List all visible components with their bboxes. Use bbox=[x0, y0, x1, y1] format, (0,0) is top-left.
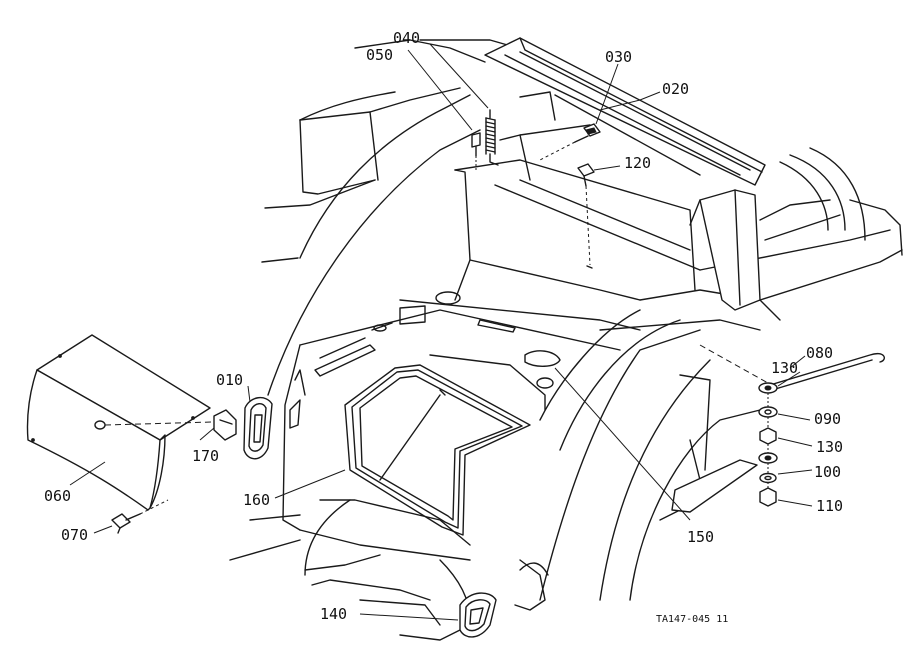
part-050-pin bbox=[471, 132, 481, 170]
label-020: 020 bbox=[662, 80, 689, 98]
leader-lines bbox=[69, 43, 813, 621]
label-030: 030 bbox=[605, 48, 632, 66]
label-150: 150 bbox=[687, 528, 714, 546]
part-020-frame bbox=[484, 37, 766, 311]
part-080-rod bbox=[769, 353, 885, 391]
part-labels: 010 020 030 040 050 060 070 080 090 100 … bbox=[44, 29, 843, 625]
label-010: 010 bbox=[216, 371, 243, 389]
body-outline bbox=[229, 39, 903, 641]
label-090: 090 bbox=[814, 410, 841, 428]
label-160: 160 bbox=[243, 491, 270, 509]
part-140-grommet bbox=[459, 592, 497, 638]
label-070: 070 bbox=[61, 526, 88, 544]
part-060-cover bbox=[26, 334, 211, 511]
label-100: 100 bbox=[814, 463, 841, 481]
label-080: 080 bbox=[806, 344, 833, 362]
part-170-clip bbox=[104, 409, 237, 441]
part-160-window bbox=[344, 364, 531, 536]
part-030-bolt bbox=[539, 123, 601, 161]
label-110: 110 bbox=[816, 497, 843, 515]
washer-stack bbox=[699, 344, 778, 507]
label-120: 120 bbox=[624, 154, 651, 172]
label-040: 040 bbox=[393, 29, 420, 47]
label-130-lower: 130 bbox=[816, 438, 843, 456]
label-140: 140 bbox=[320, 605, 347, 623]
label-050: 050 bbox=[366, 46, 393, 64]
part-120-bolt bbox=[577, 163, 595, 269]
drawing-code: TA147-045 11 bbox=[656, 614, 728, 625]
label-060: 060 bbox=[44, 487, 71, 505]
part-070-bolt bbox=[111, 499, 169, 534]
floor-details bbox=[289, 291, 561, 429]
label-170: 170 bbox=[192, 447, 219, 465]
part-040-spring bbox=[485, 109, 499, 166]
label-130-upper: 130 bbox=[771, 359, 798, 377]
part-010-grommet bbox=[243, 397, 273, 460]
